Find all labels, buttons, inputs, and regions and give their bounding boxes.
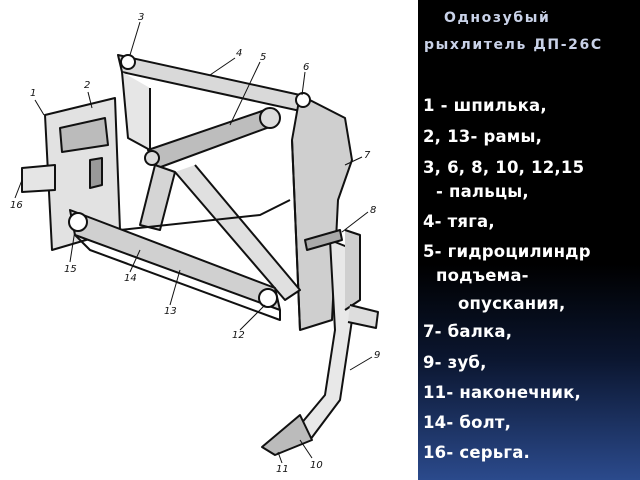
tip-shape <box>261 414 313 456</box>
cylinder-shape <box>147 109 276 169</box>
callout-5: 5 <box>260 52 266 63</box>
callout-9: 9 <box>374 350 380 361</box>
legend-item-16: 16- серьга. <box>423 443 530 462</box>
callout-labels: 1 2 3 4 5 6 7 8 9 10 11 12 13 14 15 16 <box>10 12 380 475</box>
title-line-1: Однозубый <box>444 10 551 26</box>
callout-11: 11 <box>276 464 289 475</box>
callout-10: 10 <box>310 460 323 471</box>
legend-item-3-cont: - пальцы, <box>436 182 529 201</box>
legend-item-14: 14- болт, <box>423 413 512 432</box>
legend-item-2: 2, 13- рамы, <box>423 127 543 146</box>
legend-item-1: 1 - шпилька, <box>423 96 547 115</box>
legend-item-7: 7- балка, <box>423 322 513 341</box>
ripper-illustration: 1 2 3 4 5 6 7 8 9 10 11 12 13 14 15 16 <box>10 12 380 475</box>
callout-1: 1 <box>30 88 36 99</box>
legend-panel: Однозубый рыхлитель ДП-26С 1 - шпилька, … <box>418 0 640 480</box>
callout-8: 8 <box>370 205 376 216</box>
callout-7: 7 <box>364 150 371 161</box>
machine-drawing: 1 2 3 4 5 6 7 8 9 10 11 12 13 14 15 16 <box>0 0 418 480</box>
callout-15: 15 <box>64 264 77 275</box>
callout-3: 3 <box>138 12 144 23</box>
callout-12: 12 <box>232 330 245 341</box>
legend-item-5: 5- гидроцилиндр <box>423 242 591 261</box>
legend-item-4: 4- тяга, <box>423 212 495 231</box>
legend-item-5-cont-2: опускания, <box>458 294 566 313</box>
legend-item-11: 11- наконечник, <box>423 383 581 402</box>
callout-6: 6 <box>303 62 309 73</box>
callout-13: 13 <box>164 306 177 317</box>
callout-4: 4 <box>236 48 242 59</box>
callout-16: 16 <box>10 200 23 211</box>
legend-item-3: 3, 6, 8, 10, 12,15 <box>423 158 585 177</box>
title-line-2: рыхлитель ДП-26С <box>424 37 603 53</box>
callout-2: 2 <box>84 80 90 91</box>
legend-item-9: 9- зуб, <box>423 353 487 372</box>
callout-14: 14 <box>124 273 137 284</box>
legend-item-5-cont-1: подъема- <box>436 266 529 285</box>
